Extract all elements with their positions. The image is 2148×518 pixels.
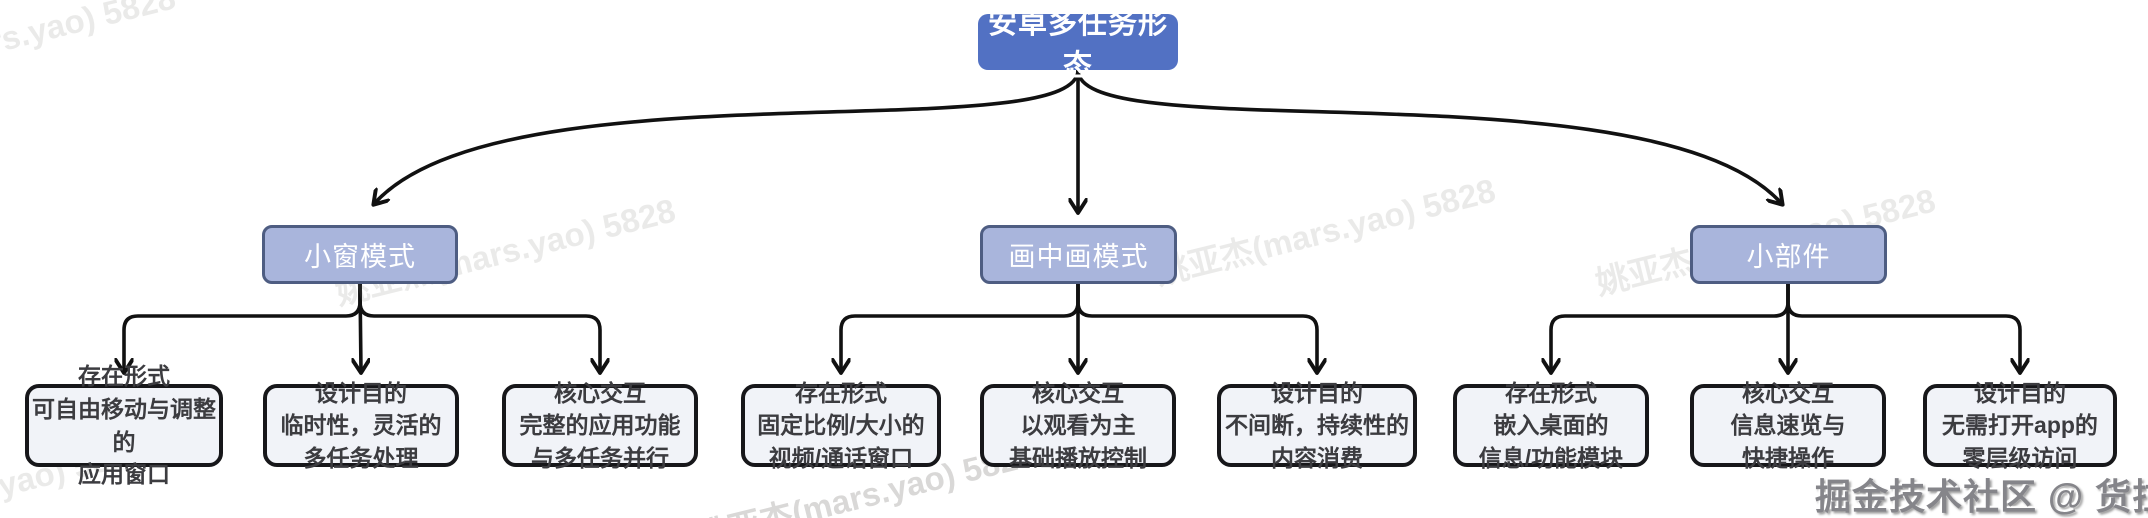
leaf-node-widget-interaction: 核心交互 信息速览与 快捷操作	[1690, 380, 1886, 471]
branch-node-label: 小部件	[1746, 242, 1831, 272]
branch-node-label: 小窗模式	[304, 242, 416, 272]
leaf-node-text: 设计目的 不间断，持续性的 内容消费	[1225, 379, 1409, 471]
root-node-label: 安卓多任务形态	[987, 8, 1168, 82]
root-node-android-multitask: 安卓多任务形态	[978, 8, 1178, 82]
leaf-node-text: 设计目的 无需打开app的 零层级访问	[1942, 379, 2098, 471]
leaf-node-text: 存在形式 嵌入桌面的 信息/功能模块	[1478, 379, 1624, 471]
leaf-node-widget-existence: 存在形式 嵌入桌面的 信息/功能模块	[1453, 380, 1649, 471]
branch-node-label: 画中画模式	[1008, 242, 1149, 272]
leaf-node-widget-purpose: 设计目的 无需打开app的 零层级访问	[1923, 380, 2117, 471]
branch-node-widget: 小部件	[1690, 225, 1887, 284]
branch-node-picture-in-picture: 画中画模式	[980, 225, 1177, 284]
leaf-node-text: 核心交互 信息速览与 快捷操作	[1730, 379, 1846, 471]
leaf-node-text: 存在形式 固定比例/大小的 视频/通话窗口	[757, 379, 925, 471]
branch-node-freeform-window: 小窗模式	[262, 225, 458, 284]
leaf-node-pip-interaction: 核心交互 以观看为主 基础播放控制	[980, 380, 1176, 471]
leaf-node-pip-purpose: 设计目的 不间断，持续性的 内容消费	[1217, 380, 1417, 471]
leaf-node-text: 核心交互 以观看为主 基础播放控制	[1009, 379, 1147, 471]
leaf-node-text: 核心交互 完整的应用功能 与多任务并行	[519, 379, 681, 471]
leaf-node-pip-existence: 存在形式 固定比例/大小的 视频/通话窗口	[741, 380, 941, 471]
leaf-node-text: 设计目的 临时性，灵活的 多任务处理	[280, 379, 442, 471]
leaf-node-freeform-existence: 存在形式 可自由移动与调整的 应用窗口	[25, 363, 223, 487]
leaf-node-freeform-interaction: 核心交互 完整的应用功能 与多任务并行	[502, 380, 698, 471]
leaf-node-text: 存在形式 可自由移动与调整的 应用窗口	[32, 363, 216, 488]
leaf-node-freeform-purpose: 设计目的 临时性，灵活的 多任务处理	[263, 380, 459, 471]
